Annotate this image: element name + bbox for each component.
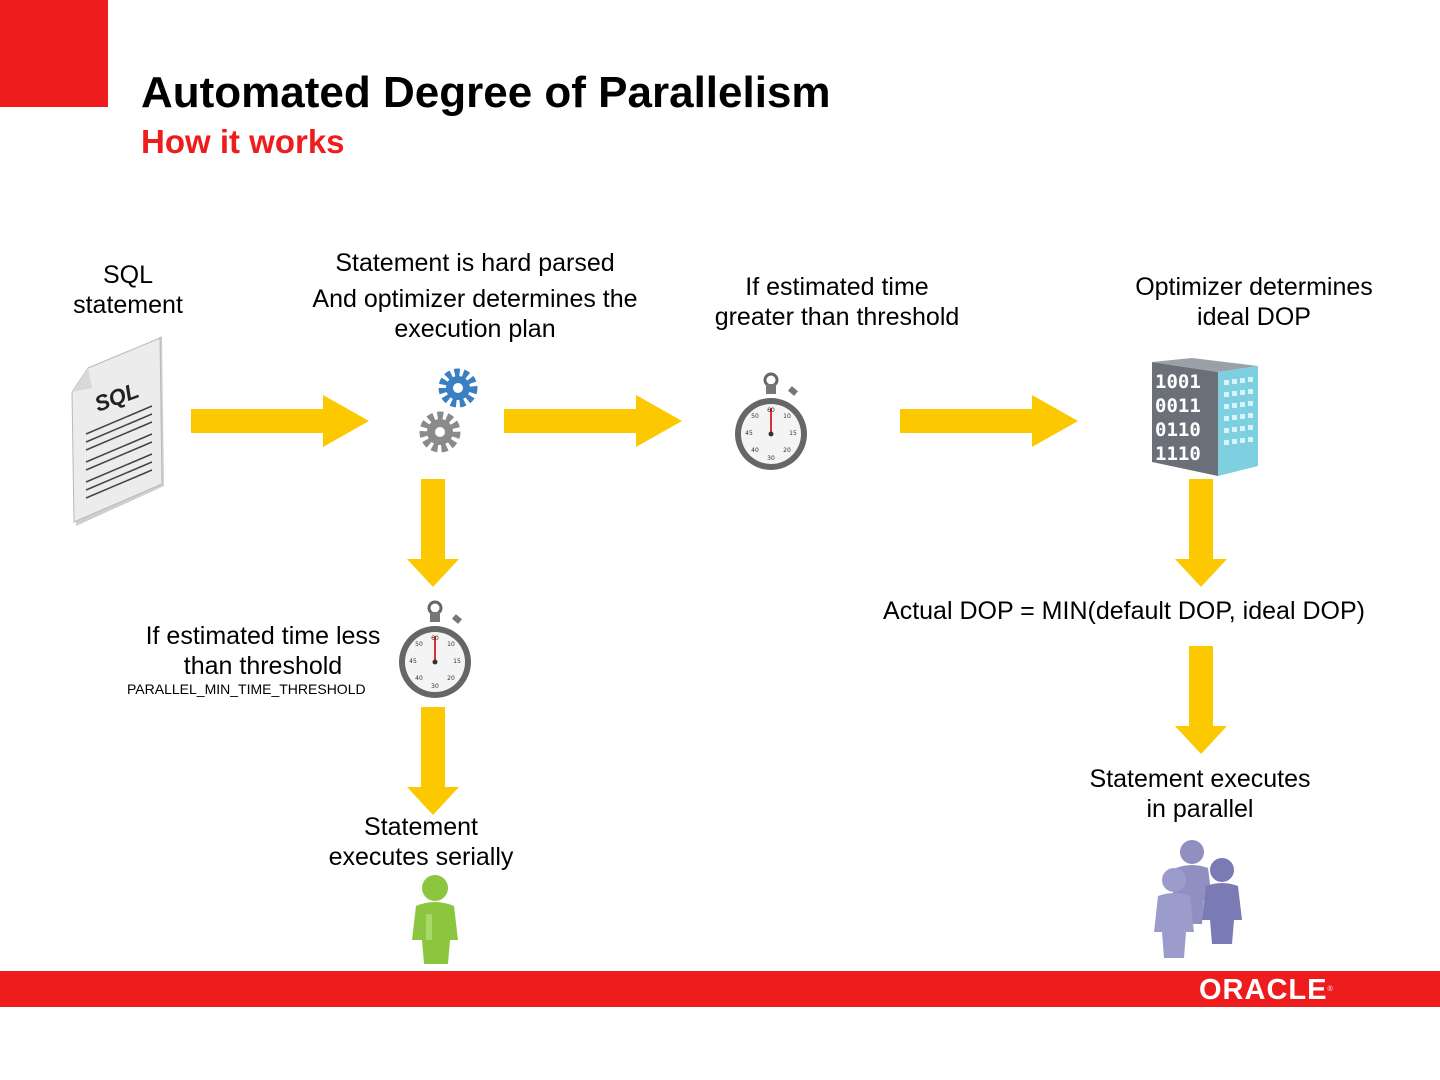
label-executes-serially: Statement executes serially bbox=[328, 813, 514, 871]
binary-row: 0110 bbox=[1155, 419, 1201, 441]
svg-text:10: 10 bbox=[783, 413, 791, 420]
binary-row: 1001 bbox=[1155, 371, 1201, 393]
blue-gear-icon bbox=[438, 368, 478, 408]
gray-gear-icon bbox=[419, 411, 461, 453]
svg-text:45: 45 bbox=[745, 430, 753, 437]
gears-icon bbox=[419, 368, 478, 453]
arrow-ideal-dop-to-actual-dop bbox=[1175, 479, 1227, 587]
label-actual-dop: Actual DOP = MIN(default DOP, ideal DOP) bbox=[883, 597, 1365, 625]
binary-building-icon: 1001 0011 0110 1110 bbox=[1152, 358, 1258, 476]
arrow-parse-to-threshold bbox=[504, 395, 682, 447]
param-min-time-threshold: PARALLEL_MIN_TIME_THRESHOLD bbox=[127, 681, 366, 697]
oracle-logo: ORACLE® bbox=[1199, 974, 1334, 1006]
svg-text:20: 20 bbox=[783, 447, 791, 454]
label-sql-statement: SQL statement bbox=[73, 261, 183, 319]
svg-text:10: 10 bbox=[447, 641, 455, 648]
label-executes-parallel: Statement executes in parallel bbox=[1089, 765, 1311, 823]
arrow-parse-to-less-threshold bbox=[407, 479, 459, 587]
svg-text:50: 50 bbox=[415, 641, 423, 648]
page-subtitle: How it works bbox=[141, 123, 345, 160]
label-less-threshold: If estimated time less than threshold bbox=[145, 622, 381, 680]
svg-text:50: 50 bbox=[751, 413, 759, 420]
svg-text:15: 15 bbox=[453, 658, 461, 665]
svg-text:40: 40 bbox=[751, 447, 759, 454]
arrow-actual-dop-to-parallel bbox=[1175, 646, 1227, 754]
label-ideal-dop: Optimizer determines ideal DOP bbox=[1135, 273, 1373, 331]
arrow-sql-to-parse bbox=[191, 395, 369, 447]
svg-text:30: 30 bbox=[767, 455, 775, 462]
svg-text:45: 45 bbox=[409, 658, 417, 665]
binary-row: 0011 bbox=[1155, 395, 1201, 417]
brand-red-square bbox=[0, 0, 108, 107]
svg-text:30: 30 bbox=[431, 683, 439, 690]
arrow-less-threshold-to-serial bbox=[407, 707, 459, 815]
svg-text:20: 20 bbox=[447, 675, 455, 682]
svg-text:40: 40 bbox=[415, 675, 423, 682]
arrow-threshold-to-ideal-dop bbox=[900, 395, 1078, 447]
svg-text:15: 15 bbox=[789, 430, 797, 437]
footer-bar bbox=[0, 971, 1440, 1007]
group-people-icon bbox=[1154, 840, 1242, 958]
label-hard-parse: Statement is hard parsed And optimizer d… bbox=[312, 249, 638, 343]
label-greater-threshold: If estimated time greater than threshold bbox=[714, 273, 960, 331]
page-title: Automated Degree of Parallelism bbox=[141, 68, 831, 117]
sql-document-icon: SQL bbox=[71, 336, 164, 526]
binary-row: 1110 bbox=[1155, 443, 1201, 465]
single-person-icon bbox=[412, 875, 458, 964]
